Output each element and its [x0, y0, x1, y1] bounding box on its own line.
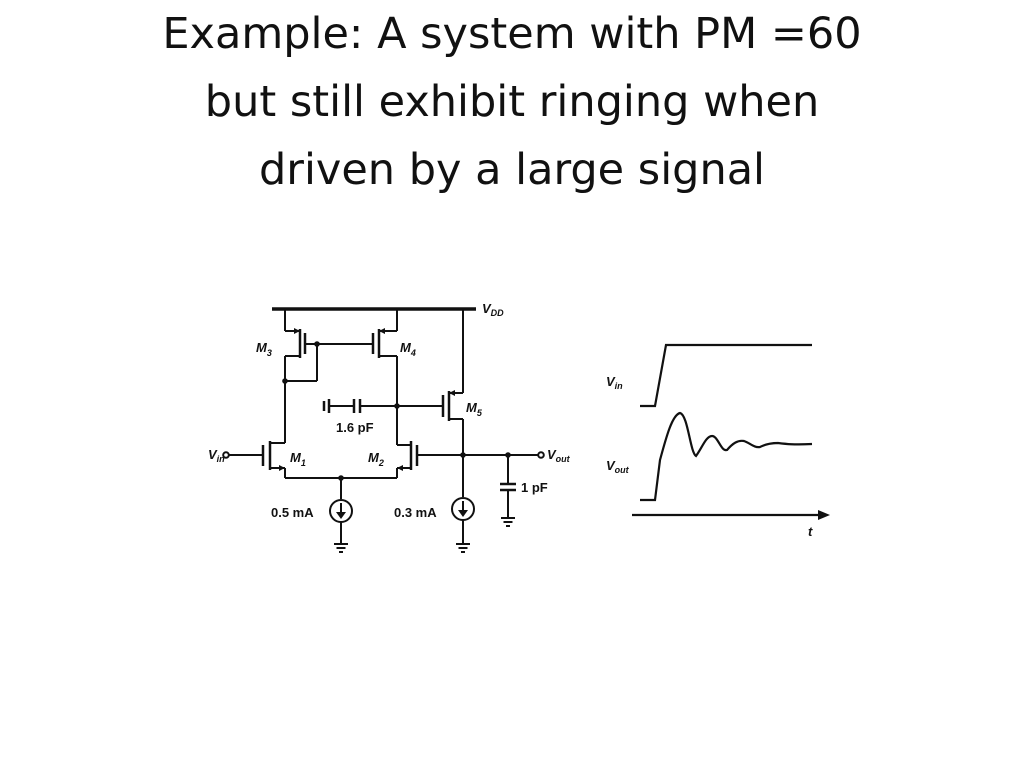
label-m3: M3: [256, 340, 272, 358]
label-m1: M1: [290, 450, 306, 468]
transistor-m2: [396, 441, 463, 478]
current-source-output: [451, 497, 475, 553]
title-line-1: Example: A system with PM =60: [162, 9, 862, 59]
capacitor-cc: [322, 399, 397, 413]
label-m2: M2: [368, 450, 384, 468]
capacitor-cl: [500, 455, 516, 527]
label-cc: 1.6 pF: [336, 420, 374, 435]
waveform-label-vout: Vout: [606, 458, 630, 475]
label-cl: 1 pF: [521, 480, 548, 495]
op-amp-schematic: [222, 307, 545, 553]
label-m4: M4: [400, 340, 416, 358]
waveform-label-t: t: [808, 524, 813, 539]
title-line-3: driven by a large signal: [258, 145, 765, 195]
label-vin: Vin: [208, 447, 225, 464]
label-m5: M5: [466, 400, 483, 418]
transistor-m1: [222, 441, 286, 478]
waveform-plot: [632, 343, 830, 520]
waveform-label-vin: Vin: [606, 374, 623, 391]
vin-step-trace: [640, 343, 812, 408]
vout-ringing-trace: [640, 411, 813, 502]
current-source-tail: [329, 499, 353, 553]
title-line-2: but still exhibit ringing when: [204, 77, 820, 127]
label-i-tail: 0.5 mA: [271, 505, 314, 520]
transistor-m5: [441, 309, 464, 497]
transistor-m4: [371, 309, 398, 358]
slide-title: Example: A system with PM =60 but still …: [0, 0, 1024, 204]
transistor-m3: [284, 309, 318, 382]
label-vout: Vout: [547, 447, 571, 464]
label-vdd: VDD: [482, 301, 504, 318]
label-i-out: 0.3 mA: [394, 505, 437, 520]
